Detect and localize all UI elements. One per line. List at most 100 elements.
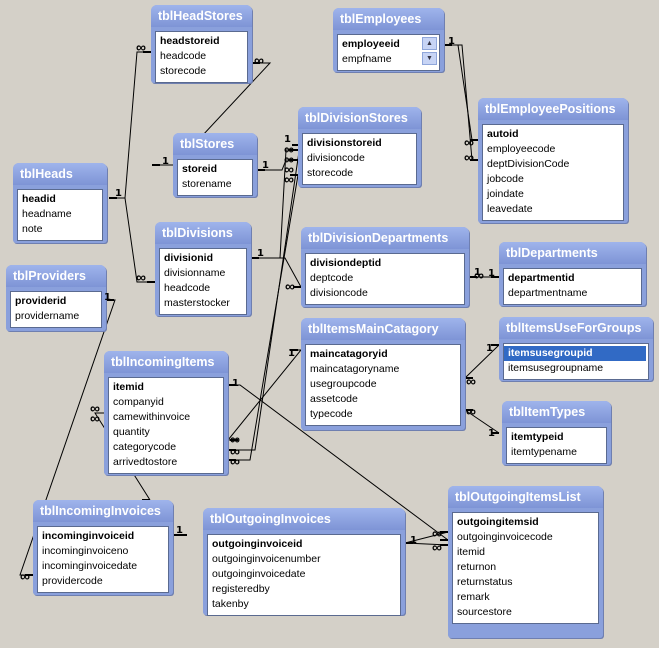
- table-title[interactable]: tblDivisionDepartments: [301, 227, 469, 249]
- table-title[interactable]: tblItemsMainCatagory: [301, 318, 465, 340]
- table-tblIncomingInvoices[interactable]: tblIncomingInvoices incominginvoiceid in…: [33, 500, 173, 595]
- table-tblDivisions[interactable]: tblDivisions divisionid divisionname hea…: [155, 222, 251, 316]
- field[interactable]: storecode: [160, 65, 207, 77]
- field[interactable]: itemtypename: [511, 446, 577, 458]
- table-tblDivisionDepartments[interactable]: tblDivisionDepartments divisiondeptid de…: [301, 227, 469, 307]
- field[interactable]: leavedate: [487, 203, 533, 215]
- field[interactable]: assetcode: [310, 393, 358, 405]
- table-title[interactable]: tblItemTypes: [502, 401, 611, 423]
- table-title[interactable]: tblDepartments: [499, 242, 646, 264]
- field[interactable]: outgoinginvoicedate: [212, 568, 306, 580]
- relationship-line[interactable]: [109, 51, 151, 199]
- field[interactable]: companyid: [113, 396, 164, 408]
- field-primary-key[interactable]: maincatagoryid: [310, 348, 388, 360]
- field[interactable]: departmentname: [508, 287, 588, 299]
- field[interactable]: maincatagoryname: [310, 363, 400, 375]
- table-tblOutgoingInvoices[interactable]: tblOutgoingInvoices outgoinginvoiceid ou…: [203, 508, 405, 616]
- table-tblItemsUseForGroups[interactable]: tblItemsUseForGroups itemsusegroupid ite…: [499, 317, 653, 381]
- relationship-line[interactable]: [444, 44, 478, 141]
- field[interactable]: storename: [182, 178, 232, 190]
- field[interactable]: itemsusegroupname: [508, 362, 604, 374]
- field[interactable]: deptcode: [310, 272, 354, 284]
- table-title[interactable]: tblStores: [173, 133, 257, 155]
- field-primary-key[interactable]: employeeid: [342, 38, 400, 50]
- field-primary-key[interactable]: headstoreid: [160, 35, 220, 47]
- field[interactable]: headcode: [164, 282, 211, 294]
- field[interactable]: deptDivisionCode: [487, 158, 570, 170]
- field[interactable]: itemid: [457, 546, 486, 558]
- field[interactable]: arrivedtostore: [113, 456, 178, 468]
- field-primary-key[interactable]: incominginvoiceid: [42, 530, 135, 542]
- field[interactable]: divisioncode: [310, 287, 368, 299]
- field-primary-key[interactable]: outgoingitemsid: [457, 516, 539, 528]
- table-tblIncomingItems[interactable]: tblIncomingItems itemid companyid camewi…: [104, 351, 228, 475]
- table-tblDepartments[interactable]: tblDepartments departmentid departmentna…: [499, 242, 646, 306]
- field-primary-key[interactable]: itemid: [113, 381, 144, 393]
- field-primary-key[interactable]: headid: [22, 193, 56, 205]
- field[interactable]: storecode: [307, 167, 354, 179]
- relationship-line[interactable]: [226, 349, 303, 441]
- field[interactable]: providername: [15, 310, 80, 322]
- table-tblEmployees[interactable]: tblEmployees employeeid empfname ▲ ▼: [333, 8, 444, 72]
- field[interactable]: registeredby: [212, 583, 270, 595]
- table-title[interactable]: tblHeads: [13, 163, 107, 185]
- table-title[interactable]: tblDivisionStores: [298, 107, 421, 129]
- field-primary-key[interactable]: storeid: [182, 163, 218, 175]
- table-title[interactable]: tblEmployees: [333, 8, 444, 30]
- table-tblItemsMainCatagory[interactable]: tblItemsMainCatagory maincatagoryid main…: [301, 318, 465, 430]
- field[interactable]: sourcestore: [457, 606, 512, 618]
- table-tblStores[interactable]: tblStores storeid storename: [173, 133, 257, 197]
- relationship-line[interactable]: [109, 197, 155, 283]
- table-title[interactable]: tblItemsUseForGroups: [499, 317, 653, 339]
- vertical-scrollbar[interactable]: ▲ ▼: [422, 37, 437, 67]
- field[interactable]: categorycode: [113, 441, 177, 453]
- field[interactable]: outgoinginvoicenumber: [212, 553, 321, 565]
- table-title[interactable]: tblEmployeePositions: [478, 98, 628, 120]
- table-tblOutgoingItemsList[interactable]: tblOutgoingItemsList outgoingitemsid out…: [448, 486, 603, 638]
- field-primary-key[interactable]: autoid: [487, 128, 519, 140]
- table-title[interactable]: tblOutgoingInvoices: [203, 508, 405, 530]
- field-primary-key[interactable]: providerid: [15, 295, 67, 307]
- field[interactable]: divisioncode: [307, 152, 365, 164]
- field[interactable]: note: [22, 223, 43, 235]
- field[interactable]: incominginvoicedate: [42, 560, 138, 572]
- field-primary-key[interactable]: divisionstoreid: [307, 137, 382, 149]
- table-title[interactable]: tblHeadStores: [151, 5, 252, 27]
- field[interactable]: remark: [457, 591, 490, 603]
- table-tblEmployeePositions[interactable]: tblEmployeePositions autoid employeecode…: [478, 98, 628, 223]
- field[interactable]: returnon: [457, 561, 497, 573]
- table-tblProviders[interactable]: tblProviders providerid providername: [6, 265, 106, 331]
- table-title[interactable]: tblOutgoingItemsList: [448, 486, 603, 508]
- table-tblHeadStores[interactable]: tblHeadStores headstoreid headcode store…: [151, 5, 252, 83]
- field[interactable]: divisionname: [164, 267, 226, 279]
- field-primary-key[interactable]: outgoinginvoiceid: [212, 538, 303, 550]
- field-primary-key[interactable]: departmentid: [508, 272, 575, 284]
- table-title[interactable]: tblIncomingInvoices: [33, 500, 173, 522]
- field[interactable]: joindate: [487, 188, 524, 200]
- table-title[interactable]: tblProviders: [6, 265, 106, 287]
- table-title[interactable]: tblIncomingItems: [104, 351, 228, 373]
- table-tblDivisionStores[interactable]: tblDivisionStores divisionstoreid divisi…: [298, 107, 421, 187]
- field[interactable]: camewithinvoice: [113, 411, 191, 423]
- field[interactable]: quantity: [113, 426, 150, 438]
- field[interactable]: headname: [22, 208, 72, 220]
- scroll-down-icon[interactable]: ▼: [422, 52, 437, 65]
- field-primary-key[interactable]: divisiondeptid: [310, 257, 382, 269]
- field[interactable]: providercode: [42, 575, 103, 587]
- field[interactable]: masterstocker: [164, 297, 230, 309]
- field[interactable]: employeecode: [487, 143, 556, 155]
- table-tblItemTypes[interactable]: tblItemTypes itemtypeid itemtypename: [502, 401, 611, 465]
- field[interactable]: returnstatus: [457, 576, 513, 588]
- relationship-line[interactable]: [228, 174, 299, 461]
- field[interactable]: jobcode: [487, 173, 524, 185]
- field[interactable]: empfname: [342, 53, 392, 65]
- table-title[interactable]: tblDivisions: [155, 222, 251, 244]
- field[interactable]: usegroupcode: [310, 378, 377, 390]
- field-primary-key-selected[interactable]: itemsusegroupid: [504, 346, 646, 361]
- field[interactable]: typecode: [310, 408, 353, 420]
- field[interactable]: outgoinginvoicecode: [457, 531, 553, 543]
- field-primary-key[interactable]: divisionid: [164, 252, 214, 264]
- field-primary-key[interactable]: itemtypeid: [511, 431, 564, 443]
- field[interactable]: headcode: [160, 50, 207, 62]
- table-tblHeads[interactable]: tblHeads headid headname note: [13, 163, 107, 243]
